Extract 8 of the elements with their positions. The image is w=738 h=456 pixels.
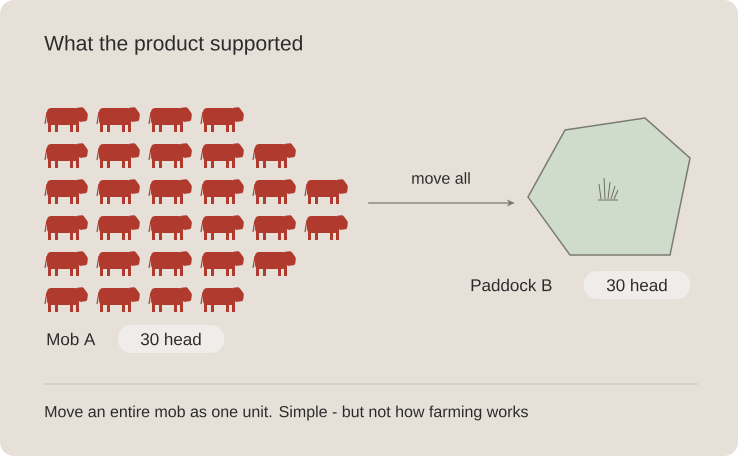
caption: Move an entire mob as one unit. Simple - but not how farming works (46, 406, 528, 420)
title: What the product supported (44, 35, 302, 55)
count-badge: 30 head (584, 271, 690, 299)
node-label: Paddock B (472, 278, 552, 292)
edge-label: move all (412, 172, 470, 184)
count-badge: 30 head (118, 325, 224, 353)
cattle-herd-drawing (44, 107, 348, 312)
node-label: Mob A (48, 332, 96, 346)
